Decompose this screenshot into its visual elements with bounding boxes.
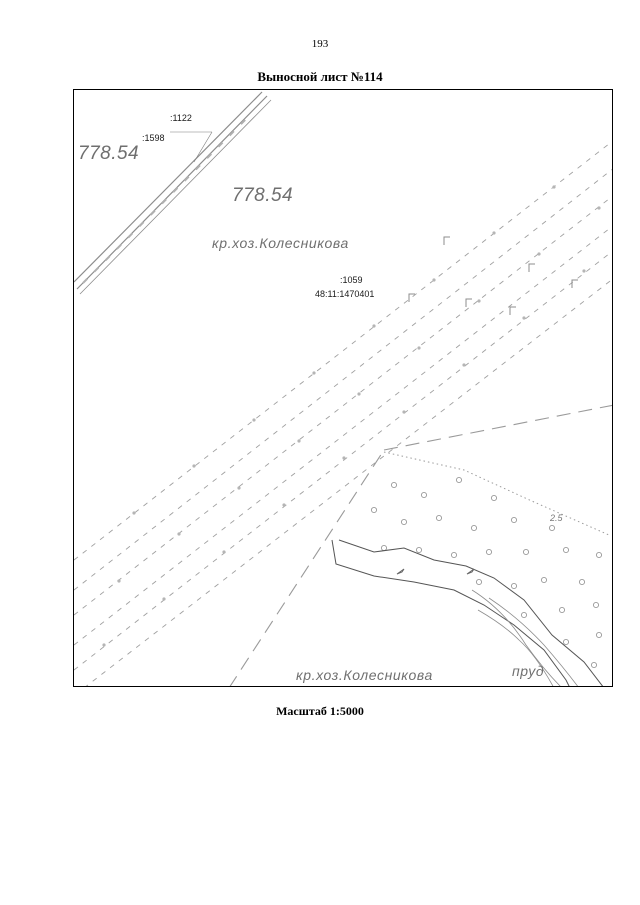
- map-linework: [74, 91, 612, 686]
- page-number: 193: [311, 38, 329, 50]
- power-line-dots: [102, 185, 601, 647]
- dimension-label: 2.5: [550, 513, 563, 523]
- map-frame: :1122 :1598 778.54 778.54 кр.хоз.Колесни…: [73, 89, 613, 687]
- elevation-label-center: 778.54: [232, 185, 294, 206]
- orchard-symbols: [370, 476, 603, 669]
- pole-symbols: [408, 236, 578, 315]
- orchard-boundary: [383, 451, 610, 536]
- parcel-1059-label: :1059: [340, 275, 363, 285]
- road: [74, 91, 272, 295]
- sheet-title: Выносной лист №114: [257, 69, 383, 84]
- marker: [396, 568, 405, 575]
- farm-label-bottom: кр.хоз.Колесникова: [296, 667, 433, 683]
- parcel-1598-label: :1598: [142, 133, 165, 143]
- pond-outline: [331, 539, 604, 686]
- parcel-1122-label: :1122: [170, 113, 192, 123]
- farm-label-top: кр.хоз.Колесникова: [212, 235, 349, 251]
- scale-label: Масштаб 1:5000: [276, 704, 364, 718]
- power-line-corridor: [74, 140, 612, 686]
- field-boundary: [229, 404, 612, 686]
- ravine-lines: [471, 589, 578, 686]
- pond-label: пруд: [512, 663, 545, 679]
- cadastral-number-label: 48:11:1470401: [315, 289, 375, 299]
- elevation-label-top-left: 778.54: [78, 143, 140, 164]
